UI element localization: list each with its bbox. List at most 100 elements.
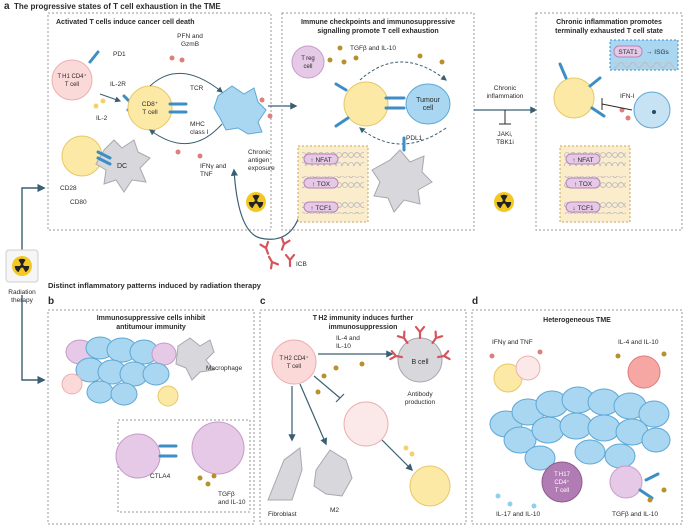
cd80-label: CD80: [70, 199, 87, 206]
stat1-label: STAT1: [618, 49, 638, 56]
ifng-dot: [175, 149, 181, 155]
panel-b-box: [47, 309, 255, 525]
box2-tox: ↑ TOX: [312, 181, 331, 188]
box3-tox: ↑ TOX: [574, 181, 593, 188]
pdl1-label: PDL1: [406, 135, 423, 142]
treg-label-1: T reg: [301, 56, 315, 62]
panel-c-title-2: immunosuppression: [329, 324, 398, 331]
tox-chip: [565, 177, 601, 189]
radiation-icon: [12, 256, 32, 276]
ifng-dot: [489, 353, 495, 359]
il2-dot: [100, 98, 106, 104]
panel-c-letter: c: [260, 296, 266, 307]
panel-d-box: [471, 309, 683, 525]
jaki-label-2: TBK1i: [496, 139, 514, 146]
antibody-icon: [414, 325, 426, 340]
pfn-dot: [179, 57, 185, 63]
panel-d-ifng: IFNγ and TNF: [492, 339, 533, 346]
exhausted-tcell: [553, 77, 595, 119]
th1-label-2: T cell: [65, 82, 79, 88]
antibody-icon: [264, 253, 280, 270]
tcf1-chip: [303, 201, 339, 213]
cytokine-dot: [439, 59, 445, 65]
section-b-heading: Distinct inflammatory patterns induced b…: [48, 281, 262, 290]
fibroblast-label: Fibroblast: [268, 511, 297, 518]
trunk-arrow-up: [21, 183, 46, 250]
il2-dot: [409, 451, 415, 457]
jaki-label-1: JAKi,: [497, 131, 512, 138]
cytokine-dot: [211, 473, 217, 479]
antibody-label-2: production: [405, 399, 436, 406]
radiation-icon: [246, 192, 266, 212]
pfn-label-1: PFN and: [177, 33, 203, 40]
box3-title-2: terminally exhausted T cell state: [555, 28, 663, 35]
panel-d-receptor: [638, 472, 660, 500]
dna-strand: [614, 58, 674, 68]
il4-label-1: IL-4 and: [336, 335, 360, 342]
chronic-inflammation-1: Chronic: [494, 85, 517, 92]
box3-tumour-cell: [633, 91, 671, 129]
macrophage-cell: [175, 337, 215, 381]
box2-macrophage: [371, 149, 433, 213]
th1-label-1: T H1 CD4⁺: [57, 73, 86, 80]
cd28-label: CD28: [60, 185, 77, 192]
panel-d-il4: IL-4 and IL-10: [618, 339, 659, 346]
effector-tcell: [409, 465, 451, 507]
antibody-label-1: Antibody: [407, 391, 433, 398]
cytokine-dot: [615, 353, 621, 359]
il2-dot: [93, 103, 99, 109]
cytokine-dot: [661, 351, 667, 357]
box2-tcf1: ↑ TCF1: [310, 205, 332, 212]
mhc-label-1: MHC: [190, 121, 205, 128]
dc-label: DC: [117, 163, 127, 170]
th2-cell: [271, 339, 317, 385]
panel-c-box: [259, 309, 467, 525]
ctla4-receptor: [158, 444, 178, 458]
cytokine-dot: [197, 475, 203, 481]
box-immune-checkpoints: [281, 12, 475, 231]
ctla4-label: CTLA4: [150, 473, 171, 480]
antibody-icon: [284, 253, 296, 268]
il2-dot: [403, 445, 409, 451]
cytokine-dot: [359, 361, 365, 367]
inset-macrophage-cell: [191, 421, 245, 475]
nfat-chip: [565, 153, 601, 165]
cytokine-dot: [205, 481, 211, 487]
cycle-arrow: [359, 127, 447, 145]
radiation-icon: [494, 192, 514, 212]
th17-label-1: T H17: [554, 472, 571, 478]
box2-title-2: signalling promote T cell exhaustion: [317, 28, 438, 35]
cytokine-dot: [417, 53, 423, 59]
th2-label-1: T H2 CD4⁺: [279, 355, 308, 362]
tumour-cluster: [61, 336, 179, 407]
m2-label: M2: [330, 507, 339, 514]
tox-chip: [303, 177, 339, 189]
panel-d-il17: IL-17 and IL-10: [496, 511, 540, 518]
ifn-inhibition: [601, 98, 633, 111]
ifni-label: IFN-I: [620, 93, 635, 100]
th2-inhibition: [313, 375, 345, 403]
box-chronic-inflammation: [535, 12, 683, 231]
box2-receptor: [334, 82, 350, 128]
box3-title-1: Chronic inflammation promotes: [556, 19, 662, 26]
box1-title: Activated T cells induce cancer cell dea…: [56, 19, 195, 26]
cytokine-dot: [315, 389, 321, 395]
th1-cell: [51, 59, 93, 101]
box2-nfat: ↑ NFAT: [310, 157, 331, 164]
macrophage-label: Macrophage: [206, 365, 243, 372]
ifng-dot: [197, 153, 203, 159]
box2-tcell: [343, 81, 389, 127]
tcf1-chip: [565, 201, 601, 213]
panel-c-title-1: T H2 immunity induces further: [313, 315, 414, 322]
cytokine-dot: [353, 55, 359, 61]
th2-to-m2-arrow: [299, 383, 328, 446]
il2-label: IL-2: [96, 115, 108, 122]
ifng-dot: [537, 349, 543, 355]
cd8-tcell: [127, 85, 173, 131]
tumour-label-1: Tumour: [416, 97, 441, 104]
panel-b-tgfb-1: TGFβ: [218, 491, 235, 498]
panel-b-title-2: antitumour immunity: [116, 324, 186, 331]
radiation-label-1: Radiation: [8, 289, 36, 296]
bcell-label: B cell: [411, 359, 429, 366]
th17-label-2: CD4⁺: [554, 479, 569, 486]
